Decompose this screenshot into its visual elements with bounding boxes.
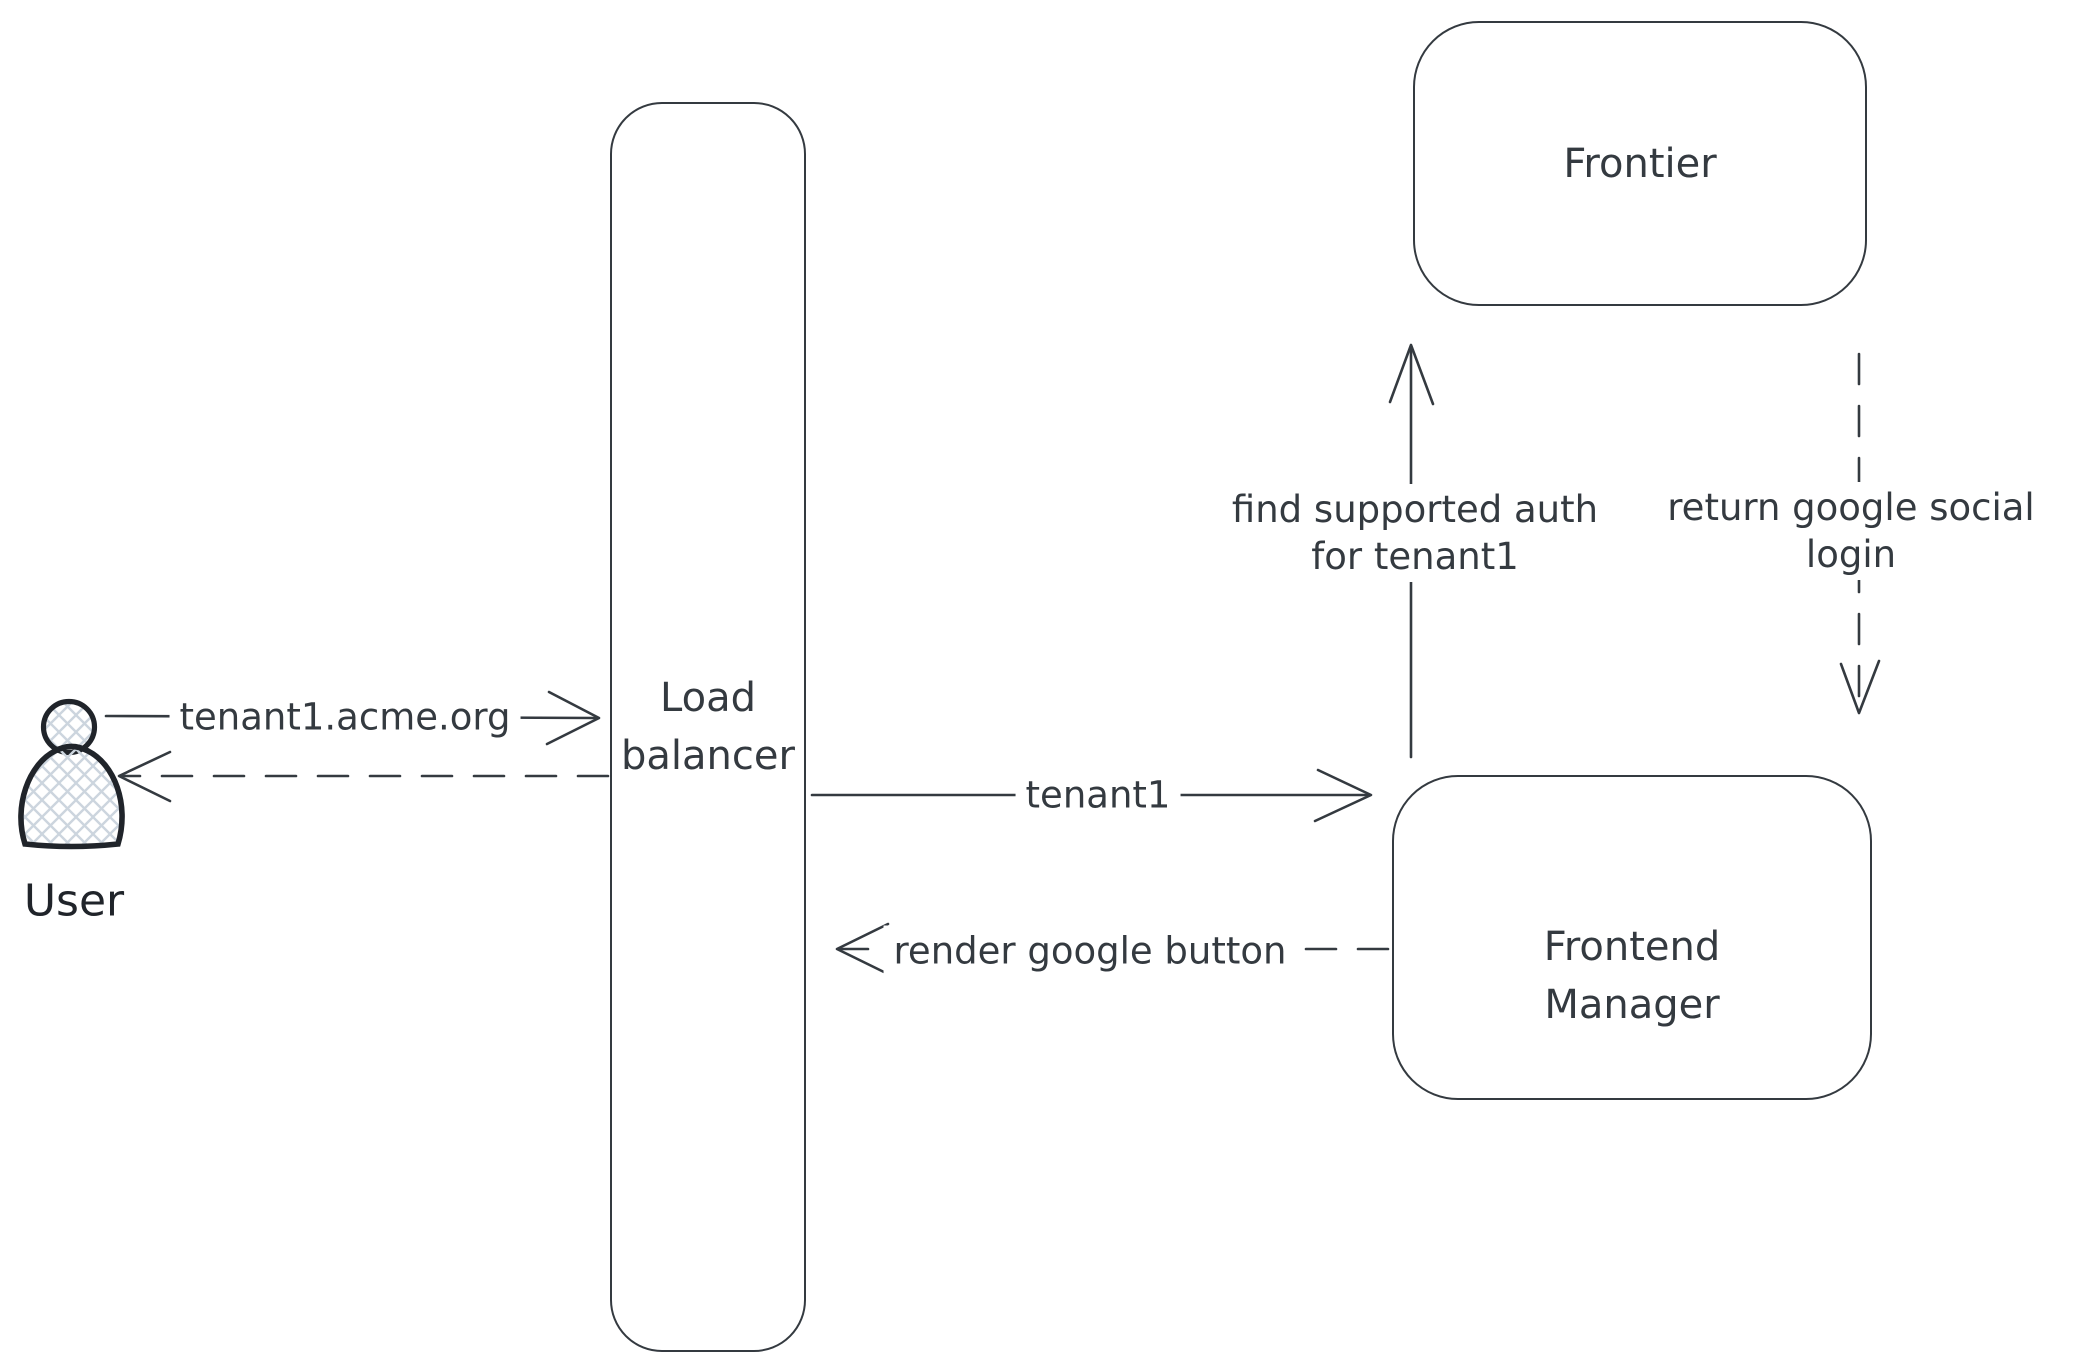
label-tenant1: tenant1 — [1015, 769, 1181, 821]
load-balancer-label: Load balancer — [621, 675, 795, 779]
frontier-label: Frontier — [1563, 140, 1717, 187]
frontend-manager-label: Frontend Manager — [1543, 923, 1721, 1028]
label-render-google-button: render google button — [883, 925, 1297, 977]
arrow-response — [117, 750, 610, 803]
label-return-google-social-login: return google social login — [1657, 482, 2045, 580]
node-frontier: Frontier — [1413, 21, 1867, 306]
user-label: User — [23, 875, 125, 927]
label-find-supported-auth: find supported auth for tenant1 — [1221, 484, 1609, 582]
label-tenant1-acme-org: tenant1.acme.org — [169, 691, 521, 743]
node-load-balancer: Load balancer — [610, 102, 806, 1352]
user-icon — [18, 698, 125, 850]
node-frontend-manager: Frontend Manager — [1392, 775, 1872, 1100]
